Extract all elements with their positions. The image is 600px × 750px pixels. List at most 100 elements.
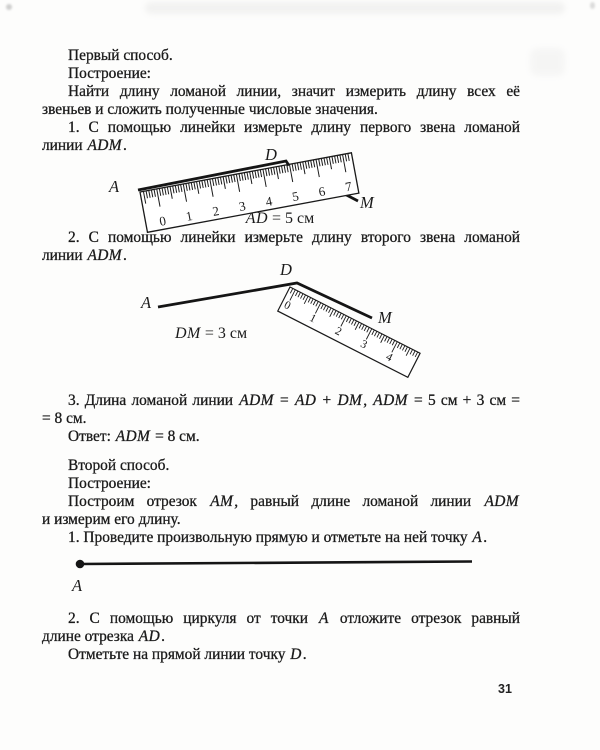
text-run: . (123, 137, 127, 154)
svg-text:5: 5 (291, 188, 300, 204)
text-line: 2. С помощью линейки измерьте длину втор… (42, 229, 520, 247)
math-variable: ADM (239, 392, 274, 409)
svg-text:4: 4 (264, 193, 274, 209)
text-line: и измерим его длину. (42, 511, 520, 529)
straight-line (79, 560, 473, 566)
text-run: Найти длину ломаной линии, значит измери… (68, 83, 520, 100)
text-run: = 5 см + 3 см = (408, 392, 520, 409)
svg-text:1: 1 (185, 208, 194, 224)
math-variable: ADM (87, 137, 123, 154)
text-run: = (274, 392, 294, 409)
text-run: звеньев и сложить полученные числовые зн… (42, 101, 378, 118)
diagram-line-with-point-a: A (71, 559, 473, 595)
math-variable: D (290, 646, 302, 663)
text-line: Первый способ. (42, 47, 520, 65)
text-run: 1. С помощью линейки измерьте длину перв… (68, 119, 520, 136)
point-label-a: A (108, 177, 120, 196)
ruler-ticks (289, 288, 419, 358)
text-line: линии ADM. (42, 247, 520, 265)
text-line: Построение: (42, 475, 520, 493)
page-number: 31 (498, 682, 512, 696)
text-line: линии ADM. (42, 137, 520, 155)
text-line: = 8 см. (42, 410, 520, 428)
paragraphs-compass-step: 2. С помощью циркуля от точки A отложите… (42, 610, 520, 664)
point-label-d: D (264, 145, 277, 164)
svg-text:4: 4 (384, 351, 395, 364)
text-run: , равный длине ломаной линии (234, 493, 484, 510)
math-variable: AM (210, 493, 234, 510)
math-variable: ADM (115, 428, 151, 445)
point-label-a: A (140, 293, 152, 312)
text-run: длине отрезка (42, 628, 138, 645)
math-variable: AD (138, 628, 161, 645)
text-line: Построим отрезок AM, равный длине ломано… (42, 493, 520, 511)
text-run: линии (42, 137, 87, 154)
math-variable: AD (294, 392, 317, 409)
text-run: Второй способ. (68, 457, 170, 474)
svg-text:6: 6 (317, 183, 327, 199)
text-line: Второй способ. (42, 457, 520, 475)
svg-text:3: 3 (238, 198, 247, 214)
text-run: 1. Проведите произвольную прямую и отмет… (68, 529, 472, 546)
paragraphs-method-two: 3. Длина ломаной линии ADM = AD + DM, AD… (42, 392, 520, 547)
math-variable: ADM (373, 392, 408, 409)
text-run: Построение: (68, 475, 151, 492)
text-run: Построим отрезок (68, 493, 210, 510)
broken-line-adm (157, 281, 373, 320)
scan-speck (6, 4, 12, 10)
text-line: длине отрезка AD. (42, 628, 520, 646)
text-line: 2. С помощью циркуля от точки A отложите… (42, 610, 520, 628)
math-variable: A (472, 529, 483, 546)
point-a-dot (75, 559, 85, 569)
text-run: = 8 см. (151, 428, 200, 445)
text-run: Отметьте на прямой линии точку (68, 646, 290, 663)
text-run: линии (42, 247, 87, 264)
text-run: . (123, 247, 127, 264)
text-run: . (161, 628, 165, 645)
math-variable: DM (337, 392, 363, 409)
text-line: звеньев и сложить полученные числовые зн… (42, 101, 520, 119)
scan-speck (590, 2, 595, 9)
text-line: Отметьте на прямой линии точку D. (42, 646, 520, 664)
text-run: Ответ: (68, 428, 115, 445)
text-run: , (363, 392, 373, 409)
svg-text:1: 1 (307, 312, 318, 325)
svg-text:2: 2 (333, 325, 344, 338)
text-run: = 8 см. (42, 410, 87, 427)
point-label-m: M (377, 308, 393, 327)
paragraphs-method-one: Первый способ.Построение:Найти длину лом… (42, 47, 520, 155)
text-line: 1. Проведите произвольную прямую и отмет… (42, 529, 520, 547)
text-line: Ответ: ADM = 8 см. (42, 428, 520, 446)
text-run: Построение: (68, 65, 151, 82)
text-run: 3. Длина ломаной линии (68, 392, 239, 409)
text-run: Первый способ. (68, 47, 173, 64)
text-run: . (483, 529, 488, 546)
point-label-m: M (359, 193, 375, 212)
text-line: Найти длину ломаной линии, значит измери… (42, 83, 520, 101)
point-label-d: D (279, 260, 292, 279)
math-variable: ADM (484, 493, 519, 510)
svg-text:0: 0 (158, 213, 167, 229)
paragraphs-step-two: 2. С помощью линейки измерьте длину втор… (42, 229, 520, 265)
text-run: 2. С помощью линейки измерьте длину втор… (68, 229, 520, 246)
text-line: 1. С помощью линейки измерьте длину перв… (42, 119, 520, 137)
text-line: 3. Длина ломаной линии ADM = AD + DM, AD… (42, 392, 520, 410)
math-variable: A (319, 610, 329, 627)
text-run: отложите отрезок равный (329, 610, 520, 627)
text-run: . (302, 646, 307, 663)
text-run: + (317, 392, 337, 409)
segment-ad (137, 159, 291, 192)
svg-text:3: 3 (358, 338, 369, 351)
measurement-caption-ad: AD = 5 см (245, 210, 315, 227)
scan-smudge (530, 48, 565, 76)
math-variable: ADM (87, 247, 123, 264)
point-label-a: A (71, 576, 83, 595)
ruler-ticks (142, 153, 350, 207)
scan-smudge (145, 2, 565, 14)
